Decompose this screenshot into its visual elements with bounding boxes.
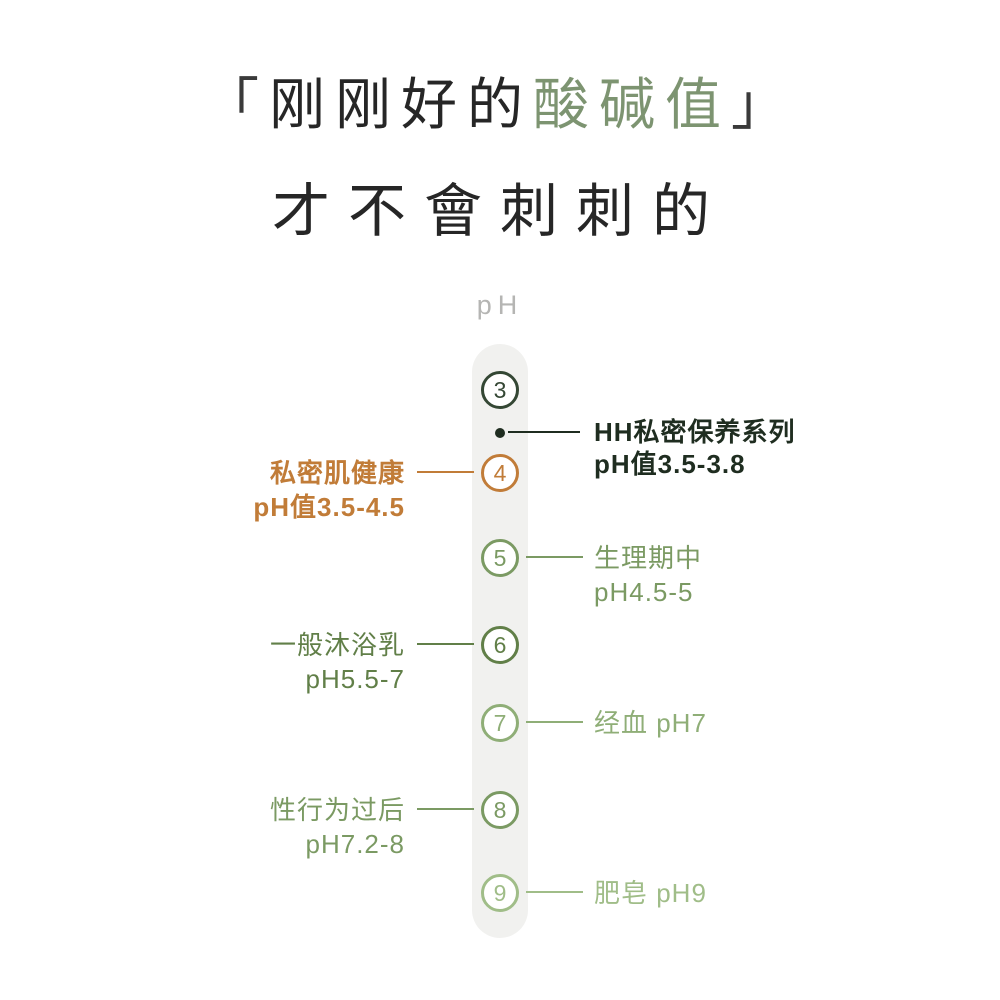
ph-marker-6: 6 [481,626,519,664]
label-menstrual-blood-line-1: 经血 pH7 [594,708,707,738]
ph-marker-5: 5 [481,539,519,577]
label-soap-line-1: 肥皂 pH9 [594,878,707,908]
label-menstrual-blood: 经血 pH7 [594,706,707,740]
ph-marker-8-number: 8 [493,796,507,823]
label-intimate-skin-health-line-1: 私密肌健康 [269,458,405,488]
ph-marker-7-number: 7 [493,709,507,736]
title-open-bracket: 「 [203,73,269,136]
ph-marker-6-number: 6 [493,631,507,658]
ph-marker-4: 4 [481,454,519,492]
title-line-2: 才不會刺刺的 [271,179,728,244]
ph-axis-label: pH [476,290,524,320]
connector-marker-6 [417,643,474,645]
ph-marker-8: 8 [481,791,519,829]
label-after-intercourse-line-1: 性行为过后 [269,795,405,825]
connector-marker-4 [417,471,474,473]
ph-marker-3: 3 [481,371,519,409]
connector-marker-7 [526,721,583,723]
label-intimate-skin-health-line-2: pH值3.5-4.5 [253,492,405,522]
connector-hh-series [508,431,580,433]
label-menstrual-period: 生理期中 pH4.5-5 [594,541,702,609]
callout-hh-series-line-1: HH私密保养系列 [594,417,796,447]
ph-marker-3-number: 3 [493,376,507,403]
ph-marker-4-number: 4 [493,459,507,486]
connector-marker-9 [526,891,583,893]
label-after-intercourse: 性行为过后 pH7.2-8 [270,793,405,861]
title-line-1: 「刚刚好的酸碱值」 [0,60,1000,141]
label-regular-body-wash-line-1: 一般沐浴乳 [269,630,405,660]
label-regular-body-wash: 一般沐浴乳 pH5.5-7 [270,628,405,696]
label-intimate-skin-health: 私密肌健康 pH值3.5-4.5 [253,456,405,524]
ph-marker-9-number: 9 [493,879,507,906]
ph-marker-7: 7 [481,704,519,742]
connector-marker-8 [417,808,474,810]
title-part-dark: 刚刚好的 [269,73,533,136]
label-after-intercourse-line-2: pH7.2-8 [305,829,405,859]
ph-marker-9: 9 [481,874,519,912]
label-regular-body-wash-line-2: pH5.5-7 [305,664,405,694]
callout-hh-series-line-2: pH值3.5-3.8 [594,449,746,479]
connector-marker-5 [526,556,583,558]
title-close-bracket: 」 [731,73,797,136]
label-menstrual-period-line-2: pH4.5-5 [594,577,694,607]
label-soap: 肥皂 pH9 [594,876,707,910]
title-part-green: 酸碱值 [533,73,731,136]
label-menstrual-period-line-1: 生理期中 [594,543,703,573]
callout-hh-series: HH私密保养系列 pH值3.5-3.8 [594,416,796,480]
ph-marker-5-number: 5 [493,544,507,571]
hh-series-dot [495,428,505,438]
